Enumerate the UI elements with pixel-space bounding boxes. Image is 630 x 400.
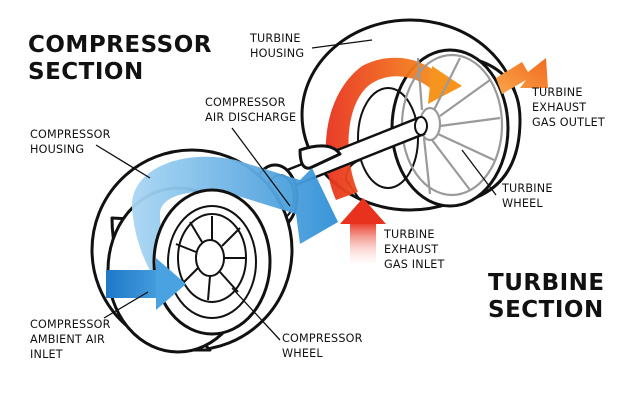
turbine-section-line-2: SECTION xyxy=(488,297,604,323)
compressor-inlet xyxy=(152,188,272,336)
compressor-wheel-label: COMPRESSOR WHEEL xyxy=(282,332,366,360)
turbine-section-line-1: TURBINE xyxy=(488,270,605,296)
leader-lines xyxy=(95,39,497,341)
turbine-exhaust-gas-inlet-label: TURBINE EXHAUST GAS INLET xyxy=(383,228,445,271)
turbine-section-title: TURBINE SECTION xyxy=(488,270,613,323)
turbine-wheel-label: TURBINE WHEEL xyxy=(501,182,556,210)
hot-gas-swirl-arrowhead xyxy=(428,66,462,104)
compressor-section-title: COMPRESSOR SECTION xyxy=(28,32,220,85)
turbine-housing-label: TURBINE HOUSING xyxy=(249,32,304,60)
compressor-housing-label: COMPRESSOR HOUSING xyxy=(30,128,114,156)
exhaust-gas-inlet-arrow xyxy=(340,198,386,266)
hot-gas-swirl xyxy=(325,57,446,200)
compressor-air-discharge-label: COMPRESSOR AIR DISCHARGE xyxy=(205,96,296,124)
compressor-ambient-air-inlet-label: COMPRESSOR AMBIENT AIR INLET xyxy=(30,318,114,361)
ambient-air-inlet-arrow xyxy=(106,258,186,310)
exhaust-gas-outlet-arrow xyxy=(496,58,548,94)
compressor-section-line-1: COMPRESSOR xyxy=(28,32,212,58)
turbine-exhaust-gas-outlet-label: TURBINE EXHAUST GAS OUTLET xyxy=(531,86,605,129)
compressor-section-line-2: SECTION xyxy=(28,59,144,85)
compressor-wheel xyxy=(175,216,246,301)
